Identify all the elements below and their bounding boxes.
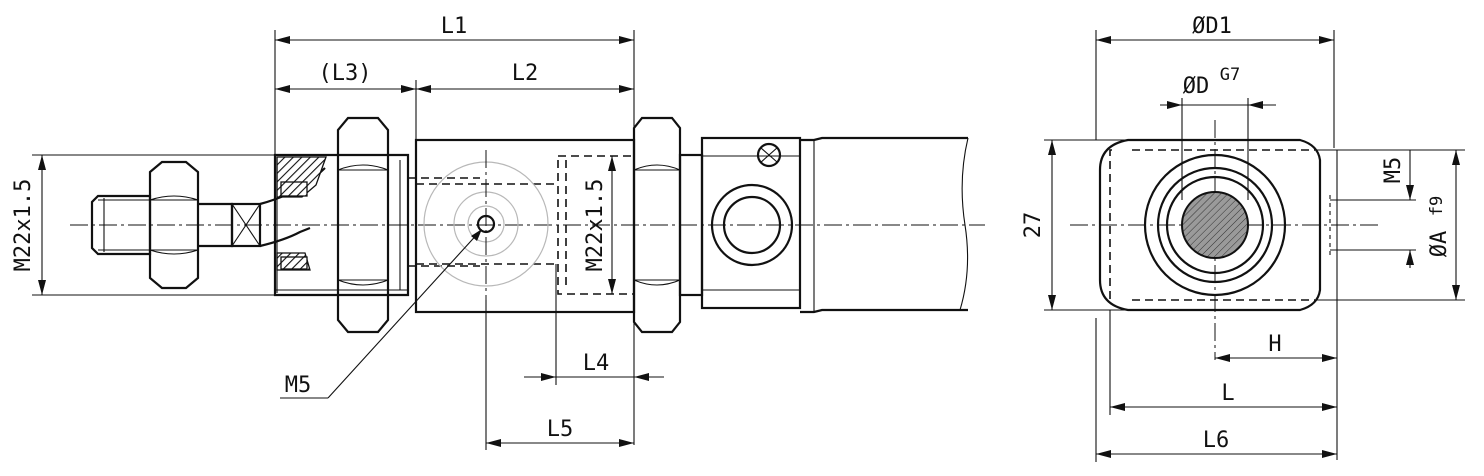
seal-ring (1156, 166, 1274, 284)
dimension-d: ØD G7 (1160, 65, 1276, 200)
label-l5: L5 (547, 417, 574, 442)
dimension-a: ØA f9 (1337, 149, 1465, 301)
dimension-m5: M5 (1330, 150, 1416, 268)
label-d1: ØD1 (1192, 14, 1232, 39)
label-a-tolerance: f9 (1427, 196, 1447, 216)
end-view: ØD1 ØD G7 27 M5 (1021, 14, 1465, 462)
label-h: H (1268, 332, 1281, 357)
label-thread-left: M22x1.5 (11, 179, 36, 272)
dimension-l3: (L3) (275, 61, 417, 140)
dimension-l4: L4 (524, 264, 664, 445)
dimension-l: L (1109, 310, 1337, 415)
dimension-thread-inner: M22x1.5 (583, 156, 616, 294)
dimension-height: 27 (1021, 139, 1128, 311)
label-m5: M5 (1381, 157, 1406, 184)
label-d: ØD (1183, 74, 1210, 99)
dimension-l2: L2 (416, 61, 634, 93)
dimension-l6: L6 (1095, 318, 1337, 462)
bore-ring (1165, 175, 1265, 275)
dimension-thread-left: M22x1.5 (11, 154, 275, 296)
dimension-h: H (1215, 300, 1338, 460)
label-l2: L2 (512, 61, 539, 86)
threaded-neck (273, 153, 410, 297)
hidden-edge-left (1109, 149, 1112, 301)
mounting-nut (336, 116, 390, 334)
rod-section (1181, 191, 1249, 259)
side-view: L1 (L3) L2 M22x1.5 (11, 14, 985, 450)
dimension-d1: ØD1 (1095, 14, 1335, 148)
leader-m5-port: M5 (280, 229, 482, 399)
end-body (1098, 138, 1322, 312)
jam-nut-left (148, 160, 200, 290)
label-l6: L6 (1203, 428, 1230, 453)
label-l: L (1221, 381, 1234, 406)
label-m5-port: M5 (285, 373, 312, 398)
fitting-block (700, 136, 802, 310)
label-l1: L1 (441, 14, 468, 39)
outer-boss (1143, 153, 1287, 297)
dimension-l1: L1 (274, 14, 635, 155)
label-a: ØA (1427, 231, 1452, 258)
body-edge-right (1315, 149, 1338, 301)
label-l4: L4 (583, 351, 610, 376)
barrel (800, 136, 969, 314)
label-thread-inner: M22x1.5 (583, 179, 608, 272)
dimension-l5: L5 (485, 300, 634, 450)
label-l3: (L3) (319, 61, 372, 86)
label-height: 27 (1021, 212, 1046, 239)
label-d-tolerance: G7 (1220, 65, 1240, 85)
